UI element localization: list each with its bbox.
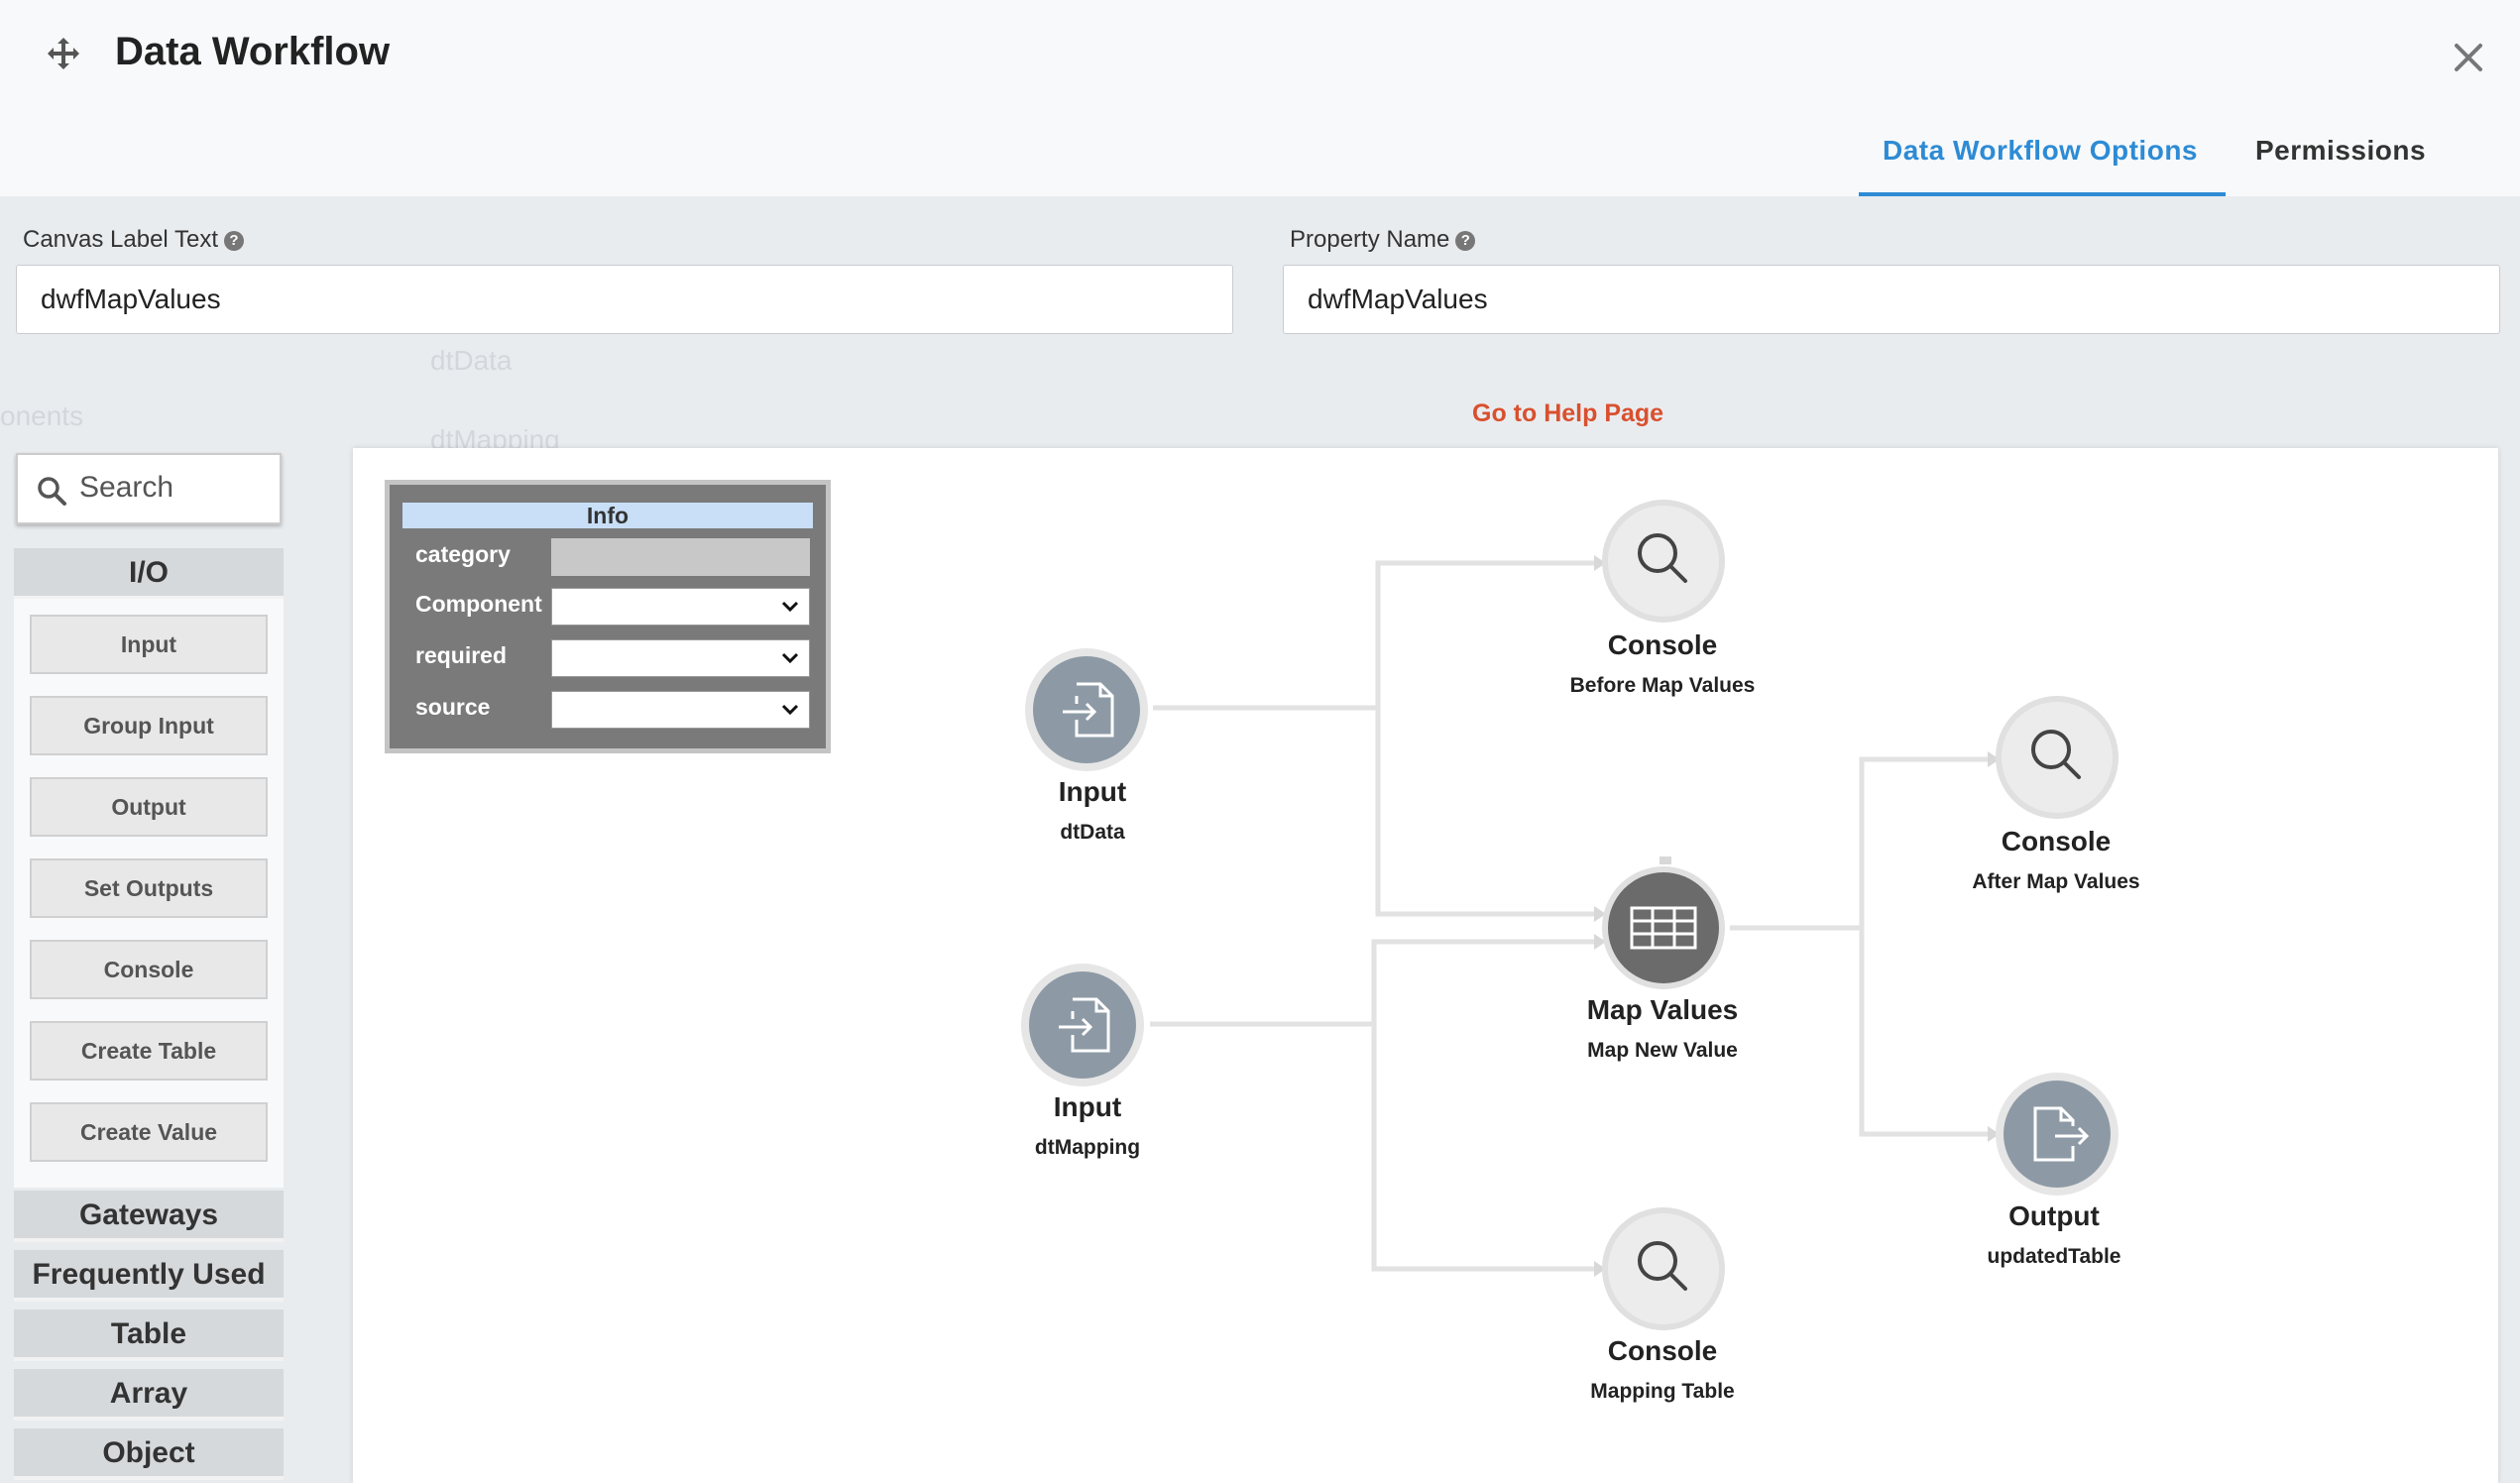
info-label-required: required [415,642,508,668]
magnifier-icon [2031,730,2081,779]
connector [1153,560,1594,711]
info-label-source: source [415,694,491,720]
background-text: onents [0,400,84,431]
node-type-label: Output [2008,1200,2100,1231]
category-io[interactable]: I/O [14,548,284,600]
tool-console[interactable]: Console [30,940,268,999]
node-type-label: Console [2001,826,2112,856]
file-output-icon [2033,1106,2090,1162]
node-name-label: Map New Value [1587,1039,1738,1062]
search-input[interactable]: Search [16,453,282,524]
info-panel: Info category Component required source [385,480,831,753]
chevron-down-icon [781,652,799,664]
arrowhead [1594,906,1606,922]
tool-set-outputs[interactable]: Set Outputs [30,858,268,918]
category-gateways[interactable]: Gateways [14,1191,284,1242]
arrowhead [1594,1261,1606,1277]
node-name-label: dtMapping [1034,1136,1141,1159]
tab-data-workflow-options[interactable]: Data Workflow Options [1883,135,2198,166]
input-node-dtmapping[interactable] [1019,962,1146,1088]
category-table[interactable]: Table [14,1310,284,1361]
table-icon [1630,906,1697,950]
output-node-updated-table[interactable] [1994,1071,2120,1198]
node-name-label: updatedTable [1987,1245,2121,1268]
node-type-label: Input [1058,776,1127,807]
chevron-down-icon [781,601,799,613]
property-name-label: Property Name? [1290,226,1476,254]
property-name-input[interactable]: dwfMapValues [1283,265,2500,334]
node-type-label: Console [1607,629,1718,660]
chevron-down-icon [781,704,799,716]
category-frequently-used[interactable]: Frequently Used [14,1250,284,1302]
connector [1371,1024,1594,1272]
console-node-after-map-values[interactable] [1994,694,2120,821]
console-node-before-map-values[interactable] [1600,498,1727,625]
close-icon[interactable] [2447,36,2490,79]
arrowhead [1594,555,1606,571]
help-icon[interactable]: ? [1455,230,1476,251]
tab-permissions[interactable]: Permissions [2255,135,2427,166]
component-select[interactable] [551,588,810,626]
node-name-label: Mapping Table [1590,1380,1735,1403]
category-object[interactable]: Object [14,1428,284,1480]
connector [1859,928,1988,1137]
tool-input[interactable]: Input [30,615,268,674]
node-type-label: Input [1053,1091,1122,1122]
tool-group-input[interactable]: Group Input [30,696,268,755]
node-name-label: After Map Values [1972,870,2140,893]
required-select[interactable] [551,639,810,677]
info-panel-title: Info [402,503,813,528]
category-array[interactable]: Array [14,1369,284,1421]
port [1660,856,1671,864]
magnifier-icon [1638,1241,1687,1291]
map-values-node[interactable] [1600,864,1727,991]
canvas-label-text-label: Canvas Label Text? [23,226,245,254]
connector [1375,708,1594,917]
node-name-label: Before Map Values [1569,674,1756,697]
tool-output[interactable]: Output [30,777,268,837]
help-icon[interactable]: ? [224,230,245,251]
info-label-category: category [415,541,511,567]
arrowhead [1988,751,2000,767]
category-field [551,538,810,576]
input-node-dtdata[interactable] [1023,646,1150,773]
console-node-mapping-table[interactable] [1600,1205,1727,1332]
move-icon[interactable] [44,34,83,73]
node-type-label: Console [1607,1335,1718,1366]
canvas-label-text-input[interactable]: dwfMapValues [16,265,1233,334]
dialog-title: Data Workflow [115,30,391,73]
magnifier-icon [1638,533,1687,583]
background-text: dtData [430,345,513,376]
arrowhead [1988,1126,2000,1142]
tool-create-table[interactable]: Create Table [30,1021,268,1081]
search-placeholder: Search [79,471,174,504]
file-input-icon [1059,997,1110,1053]
dialog-header [0,0,2520,196]
file-input-icon [1063,682,1114,738]
tool-create-value[interactable]: Create Value [30,1102,268,1162]
connector [1730,756,1988,931]
arrowhead [1594,934,1606,950]
info-label-component: Component [415,591,542,617]
source-select[interactable] [551,691,810,729]
connector [1150,939,1594,1027]
node-name-label: dtData [1060,821,1125,844]
node-type-label: Map Values [1586,994,1739,1025]
active-tab-indicator [1859,192,2226,196]
help-page-link[interactable]: Go to Help Page [1472,399,1664,427]
search-icon [38,477,66,506]
